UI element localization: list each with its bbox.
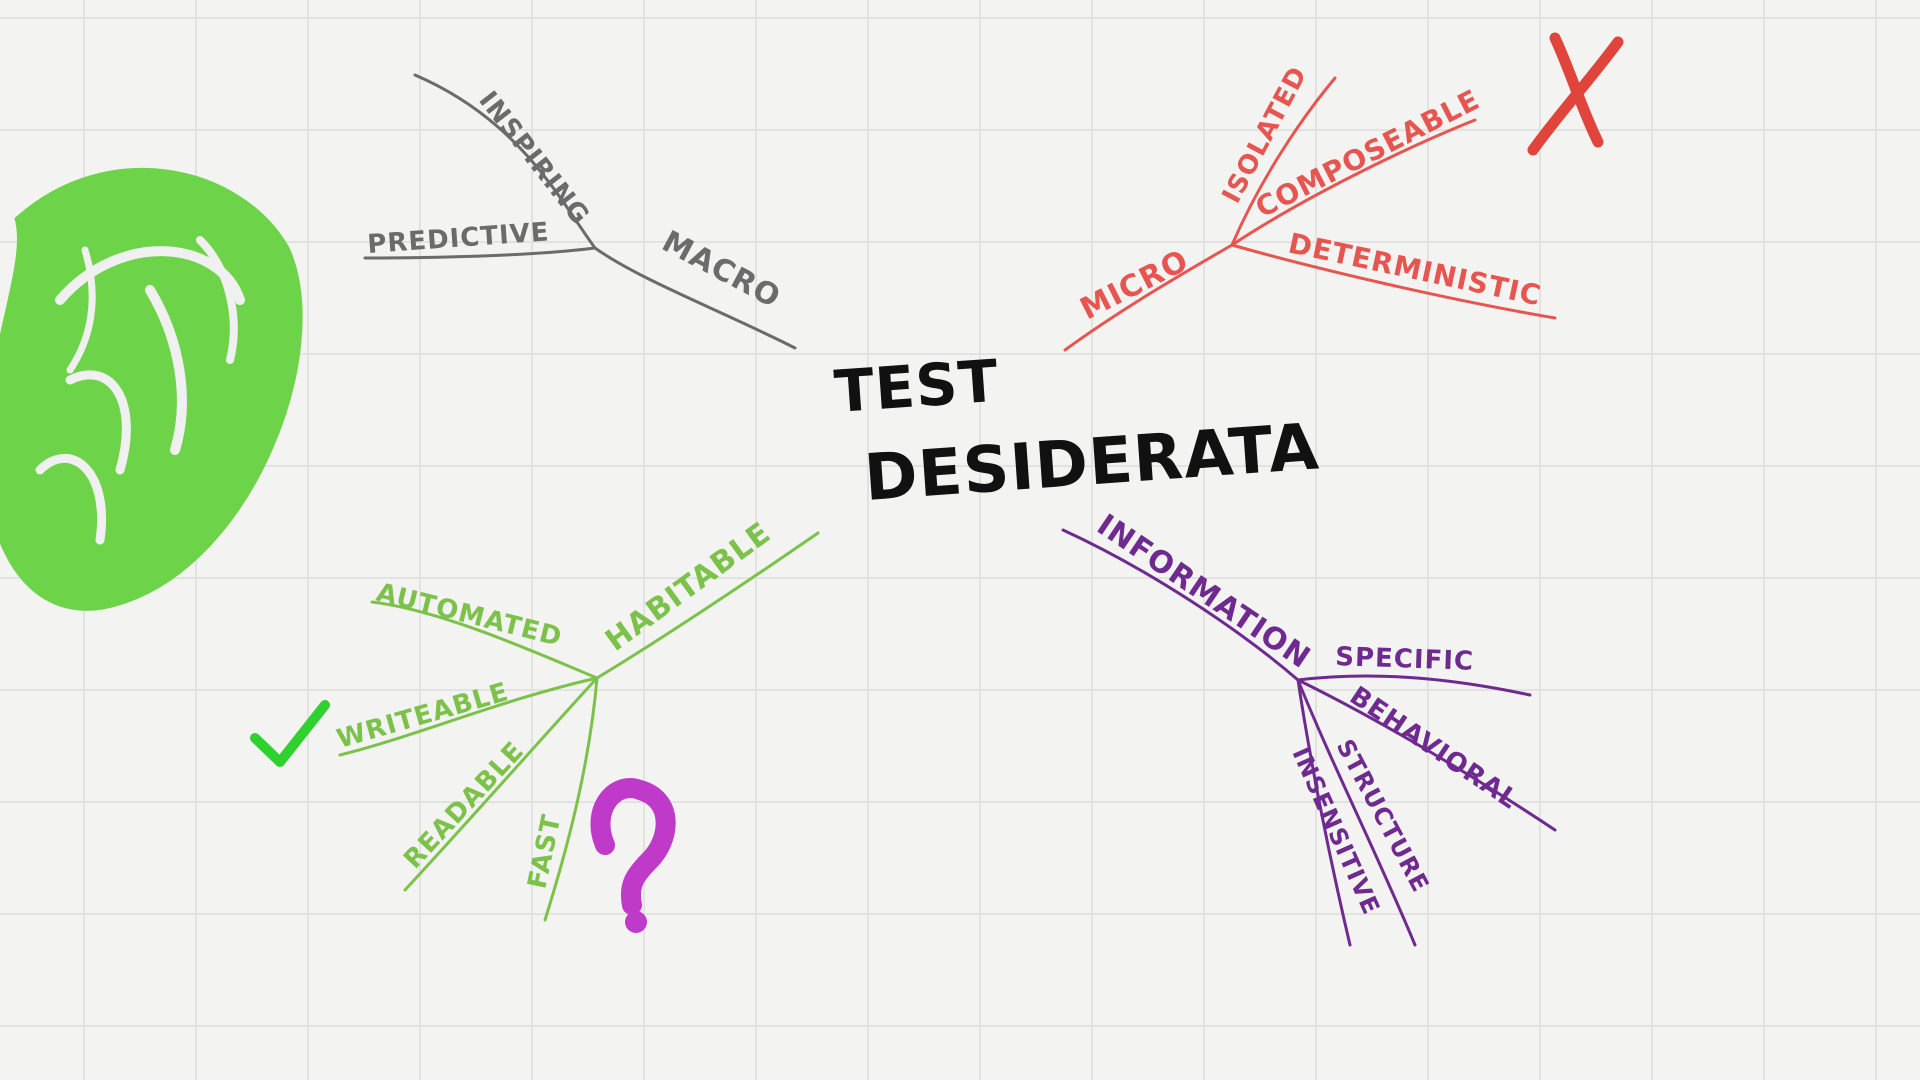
micro-branch-line <box>1063 243 1234 352</box>
green-scribble <box>0 167 303 611</box>
branch-information: INFORMATION SPECIFIC BEHAVIORAL STRUCTUR… <box>1061 508 1557 947</box>
leaf-writeable: WRITEABLE <box>334 677 513 755</box>
title-line-1: TEST <box>832 347 1001 426</box>
title-line-2: DESIDERATA <box>862 410 1322 516</box>
fast-line <box>543 676 599 922</box>
central-title: TEST DESIDERATA <box>832 347 1321 516</box>
insensitive-line <box>1296 678 1352 947</box>
branch-macro: MACRO INSPIRING PREDICTIVE <box>363 73 797 350</box>
branch-label-macro: MACRO <box>656 224 786 315</box>
macro-branch-line <box>593 246 797 350</box>
leaf-specific: SPECIFIC <box>1335 642 1475 677</box>
leaf-fast: FAST <box>523 811 568 891</box>
specific-line <box>1296 674 1532 697</box>
composeable-line <box>1230 118 1477 247</box>
readable-line <box>403 676 599 892</box>
information-branch-line <box>1061 528 1300 682</box>
branch-micro: MICRO ISOLATED COMPOSEABLE DETERMINISTIC <box>1063 62 1557 352</box>
isolated-line <box>1230 76 1337 247</box>
inspiring-line <box>413 73 597 250</box>
habitable-branch-line <box>595 531 820 680</box>
writeable-line <box>338 676 599 757</box>
deterministic-line <box>1230 243 1557 320</box>
structure-line <box>1296 678 1417 947</box>
leaf-readable: READABLE <box>398 736 530 875</box>
predictive-line <box>363 246 597 260</box>
question-icon <box>590 778 676 933</box>
check-icon <box>250 700 330 767</box>
automated-line <box>370 600 599 680</box>
branch-label-habitable: HABITABLE <box>599 515 777 658</box>
branch-habitable: HABITABLE AUTOMATED WRITEABLE READABLE F… <box>334 515 820 922</box>
leaf-automated: AUTOMATED <box>373 578 565 653</box>
leaf-inspiring: INSPIRING <box>472 86 595 231</box>
behavioral-line <box>1296 678 1557 832</box>
x-icon <box>1527 32 1624 156</box>
